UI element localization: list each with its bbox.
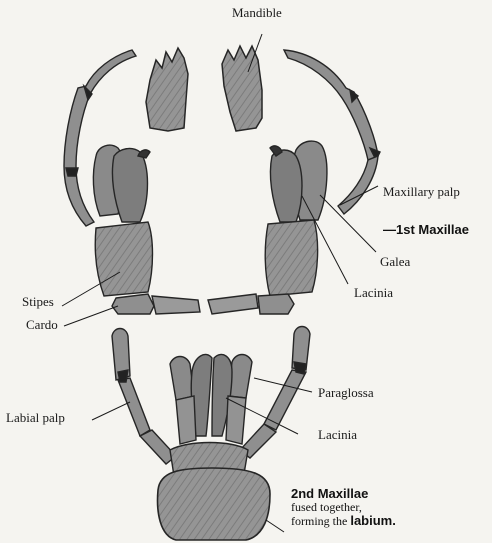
labial-palp-left [112, 329, 176, 465]
mandible-left [146, 48, 188, 131]
cardo-left [112, 294, 200, 314]
stipes-right [265, 220, 317, 296]
label-first-maxillae: —1st Maxillae [383, 223, 469, 236]
labial-palp-right [240, 327, 310, 459]
label-mandible: Mandible [232, 6, 282, 19]
label-lacinia-lower: Lacinia [318, 428, 357, 441]
galea-right [270, 141, 327, 222]
label-labial-palp: Labial palp [6, 411, 65, 424]
label-maxillary-palp: Maxillary palp [383, 185, 460, 198]
label-second-maxillae: 2nd Maxillae fused together, forming the… [291, 487, 396, 528]
second-maxillae-line3-bold: labium. [350, 513, 396, 528]
mandible-right [222, 46, 262, 131]
labium-submentum [158, 468, 270, 540]
second-maxillae-line3-prefix: forming the [291, 514, 347, 528]
labium-distal [170, 354, 252, 444]
second-maxillae-line2: fused together, [291, 500, 362, 514]
label-paraglossa: Paraglossa [318, 386, 374, 399]
label-cardo: Cardo [26, 318, 58, 331]
label-stipes: Stipes [22, 295, 54, 308]
cardo-right [208, 294, 294, 314]
label-galea: Galea [380, 255, 410, 268]
stipes-left [95, 222, 152, 296]
second-maxillae-title: 2nd Maxillae [291, 486, 368, 501]
label-lacinia-upper: Lacinia [354, 286, 393, 299]
galea-left [93, 145, 150, 222]
